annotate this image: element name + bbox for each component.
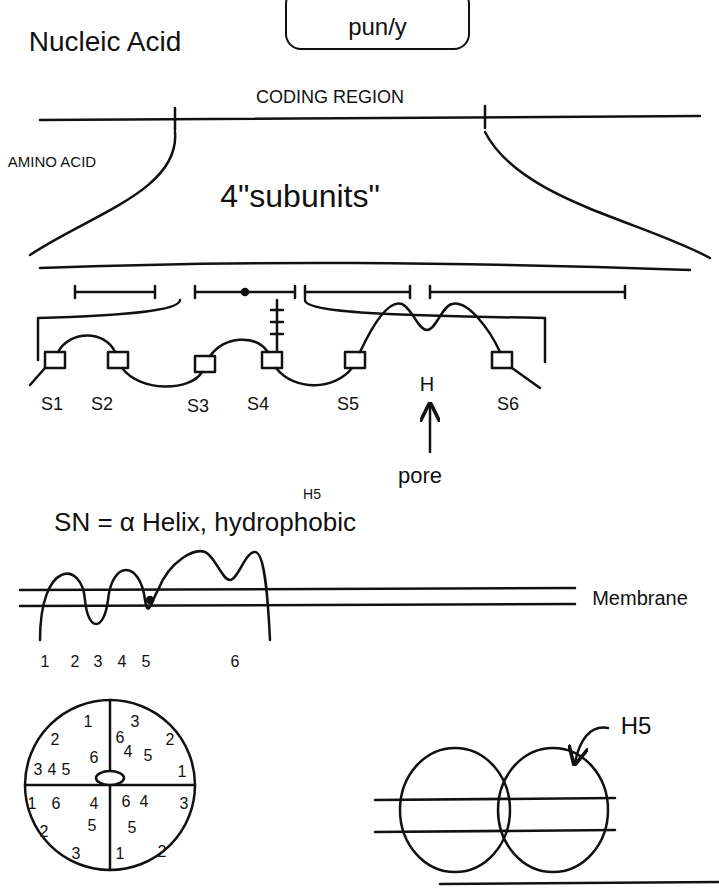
pore-arrow	[429, 406, 432, 452]
pore-loop	[360, 303, 500, 352]
helix-box	[108, 352, 128, 368]
callout-number: 6	[122, 793, 131, 811]
callout-number: 3	[94, 653, 103, 671]
helix-box	[45, 352, 65, 368]
callout-number: 6	[52, 795, 61, 813]
helix-box	[492, 352, 512, 368]
loop	[58, 336, 115, 353]
sketch-label: SN = α Helix, hydrophobic	[54, 508, 356, 537]
channel-top-view	[25, 700, 195, 870]
expand-line	[485, 132, 710, 258]
sketch-label: CODING REGION	[256, 88, 404, 108]
membrane-lines	[375, 798, 615, 832]
protein-line	[40, 263, 690, 270]
callout-number: 6	[116, 729, 125, 747]
callout-number: 2	[166, 731, 175, 749]
sketch-label: H	[420, 373, 434, 395]
expand-line	[30, 132, 175, 255]
sketch-label: AMINO ACID	[8, 154, 96, 171]
sketch-label: Membrane	[592, 587, 688, 609]
callout-number: 4	[48, 761, 57, 779]
callout-number: 3	[180, 795, 189, 813]
subunit-segment	[305, 286, 410, 298]
callout-number: 5	[88, 817, 97, 835]
callout-number: 2	[158, 843, 167, 861]
callout-number: 4	[140, 793, 149, 811]
callout-number: 6	[90, 749, 99, 767]
subunit-oval	[498, 748, 608, 872]
sketch-label: 4"subunits"	[220, 179, 380, 214]
callout-number: 6	[231, 653, 240, 671]
quadrant-lines	[25, 700, 195, 870]
segment-label: S1	[41, 395, 63, 415]
loop	[276, 368, 352, 385]
loop	[122, 368, 202, 387]
callout-number: 4	[118, 653, 127, 671]
chain	[512, 368, 540, 388]
sketch-label: H5	[303, 487, 321, 502]
helix-box	[345, 352, 365, 368]
helix-box	[195, 356, 215, 372]
callout-number: 1	[28, 795, 37, 813]
sketch-label: pore	[398, 464, 442, 488]
page-rule	[440, 882, 719, 884]
subunit-oval	[400, 748, 510, 872]
box-text: pun/y	[348, 14, 407, 40]
callout-number: 1	[41, 653, 50, 671]
callout-number: 5	[142, 653, 151, 671]
callout-number: 5	[144, 747, 153, 765]
callout-number: 4	[90, 795, 99, 813]
membrane-lines	[20, 588, 575, 606]
dot	[242, 289, 248, 295]
callout-number: 1	[178, 763, 187, 781]
helix-box	[262, 352, 282, 368]
callout-number: 2	[51, 731, 60, 749]
nucleic-acid-line	[40, 116, 700, 120]
callout-number: 4	[124, 743, 133, 761]
coding-ticks	[175, 106, 485, 130]
subunit-segment	[430, 286, 625, 298]
segment-label: S4	[247, 395, 269, 415]
callout-number: 1	[116, 845, 125, 863]
segment-label: S5	[337, 395, 359, 415]
leader-arrow	[575, 728, 608, 762]
callout-number: 5	[62, 761, 71, 779]
subunit-segment	[75, 286, 155, 298]
charge-marks	[271, 300, 283, 350]
callout-number: 1	[84, 713, 93, 731]
dot	[147, 597, 153, 603]
callout-number: 3	[72, 845, 81, 863]
chain	[30, 368, 45, 385]
loop	[210, 340, 268, 356]
segment-label: S3	[187, 397, 209, 417]
subunit-segment	[195, 286, 295, 298]
callout-number: 2	[71, 653, 80, 671]
callout-number: 5	[128, 819, 137, 837]
callout-number: 3	[34, 761, 43, 779]
title-box: pun/y	[285, 0, 470, 50]
membrane-topology	[40, 551, 270, 640]
sketch-label: Nucleic Acid	[29, 27, 182, 58]
pore-ellipse	[96, 771, 124, 785]
callout-number: 2	[40, 823, 49, 841]
segment-label: S6	[497, 395, 519, 415]
segment-label: S2	[91, 395, 113, 415]
callout-number: 3	[131, 713, 140, 731]
callout-number: H5	[621, 713, 652, 739]
